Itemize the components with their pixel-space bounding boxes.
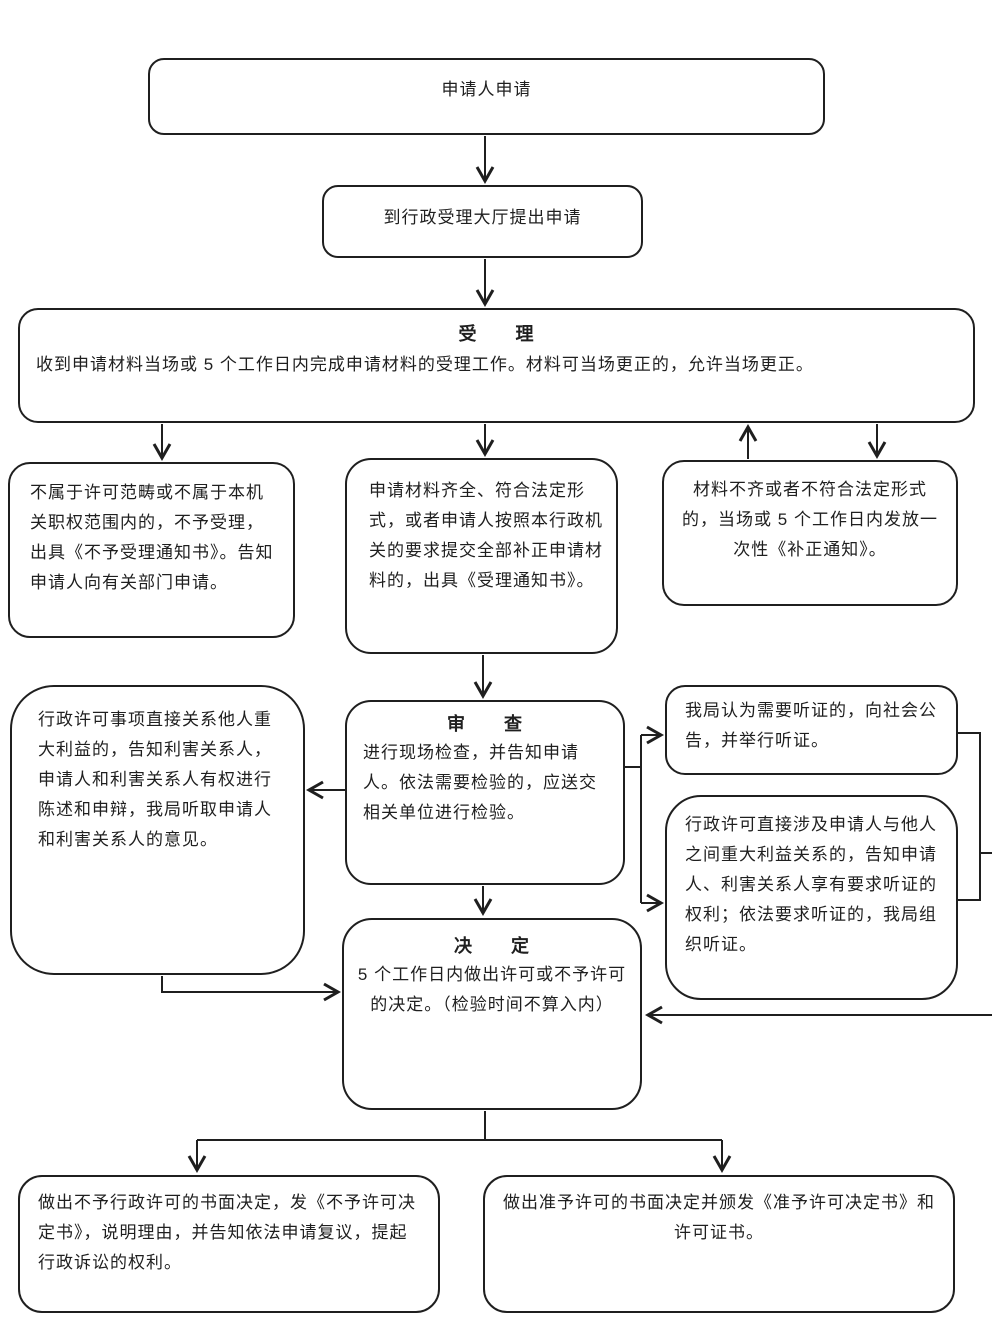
flow-node-hearing-public: 我局认为需要听证的，向社会公告，并举行听证。 xyxy=(665,685,958,775)
node-text-materials-complete: 申请材料齐全、符合法定形式，或者申请人按照本行政机关的要求提交全部补正申请材料的… xyxy=(369,481,603,590)
node-text-acceptance: 收到申请材料当场或 5 个工作日内完成申请材料的受理工作。材料可当场更正的，允许… xyxy=(36,355,814,374)
node-text-applicant-apply: 申请人申请 xyxy=(441,80,532,99)
flow-node-deny-license: 做出不予行政许可的书面决定，发《不予许可决定书》，说明理由，并告知依法申请复议，… xyxy=(18,1175,440,1313)
node-text-deny-license: 做出不予行政许可的书面决定，发《不予许可决定书》，说明理由，并告知依法申请复议，… xyxy=(38,1193,416,1272)
node-text-materials-incomplete: 材料不齐或者不符合法定形式的，当场或 5 个工作日内发放一次性《补正通知》。 xyxy=(682,480,938,559)
flow-node-acceptance: 受 理 收到申请材料当场或 5 个工作日内完成申请材料的受理工作。材料可当场更正… xyxy=(18,308,975,423)
flow-node-materials-incomplete: 材料不齐或者不符合法定形式的，当场或 5 个工作日内发放一次性《补正通知》。 xyxy=(662,460,958,606)
node-text-decision: 5 个工作日内做出许可或不予许可的决定。（检验时间不算入内） xyxy=(357,965,627,1014)
node-title-decision: 决 定 xyxy=(454,936,530,956)
flow-node-decision: 决 定 5 个工作日内做出许可或不予许可的决定。（检验时间不算入内） xyxy=(342,918,642,1110)
arrow-stakeholder-to-decision xyxy=(161,976,342,1002)
node-title-acceptance: 受 理 xyxy=(458,324,535,344)
flow-node-stakeholder-rights: 行政许可事项直接关系他人重大利益的，告知利害关系人，申请人和利害关系人有权进行陈… xyxy=(10,685,305,975)
node-title-review: 审 查 xyxy=(447,714,523,734)
flow-node-review: 审 查 进行现场检查，并告知申请人。依法需要检验的，应送交相关单位进行检验。 xyxy=(345,700,625,885)
line-decision-split xyxy=(197,1111,722,1141)
node-text-not-accepted: 不属于许可范畴或不属于本机关职权范围内的，不予受理，出具《不予受理通知书》。告知… xyxy=(30,483,274,592)
node-text-hearing-rights: 行政许可直接涉及申请人与他人之间重大利益关系的，告知申请人、利害关系人享有要求听… xyxy=(685,815,937,954)
node-text-review: 进行现场检查，并告知申请人。依法需要检验的，应送交相关单位进行检验。 xyxy=(363,743,597,822)
flow-node-service-hall: 到行政受理大厅提出申请 xyxy=(322,185,643,258)
flow-node-materials-complete: 申请材料齐全、符合法定形式，或者申请人按照本行政机关的要求提交全部补正申请材料的… xyxy=(345,458,618,654)
flow-node-hearing-rights: 行政许可直接涉及申请人与他人之间重大利益关系的，告知申请人、利害关系人享有要求听… xyxy=(665,795,958,1000)
node-text-grant-license: 做出准予许可的书面决定并颁发《准予许可决定书》和许可证书。 xyxy=(503,1193,935,1242)
flow-node-grant-license: 做出准予许可的书面决定并颁发《准予许可决定书》和许可证书。 xyxy=(483,1175,955,1313)
node-text-service-hall: 到行政受理大厅提出申请 xyxy=(383,208,582,227)
node-text-stakeholder-rights: 行政许可事项直接关系他人重大利益的，告知利害关系人，申请人和利害关系人有权进行陈… xyxy=(38,710,272,849)
flow-node-applicant-apply: 申请人申请 xyxy=(148,58,825,135)
line-hearing-bracket xyxy=(958,732,981,901)
node-text-hearing-public: 我局认为需要听证的，向社会公告，并举行听证。 xyxy=(685,701,937,750)
flow-node-not-accepted: 不属于许可范畴或不属于本机关职权范围内的，不予受理，出具《不予受理通知书》。告知… xyxy=(8,462,295,638)
